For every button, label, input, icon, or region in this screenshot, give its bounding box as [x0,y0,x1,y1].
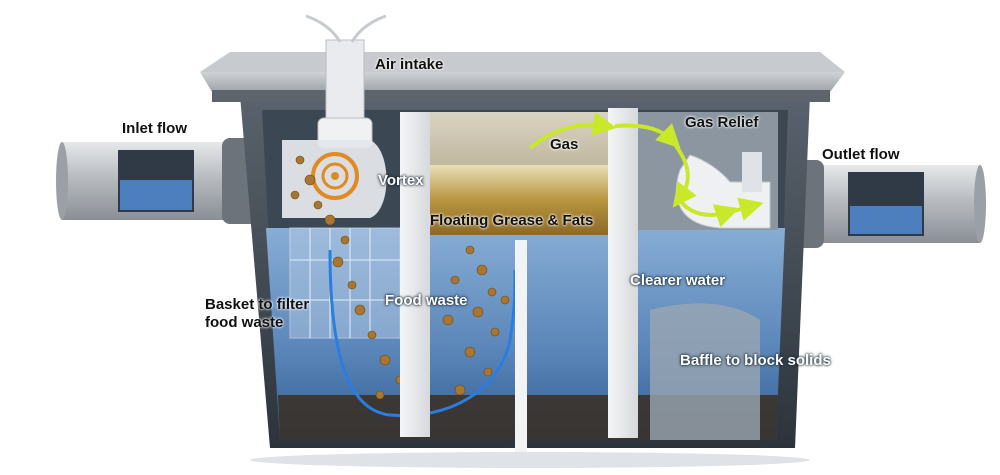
gas-label: Gas [550,136,579,153]
solids-baffle [650,303,760,440]
ground-shadow [250,452,810,468]
basket-filter [289,227,401,339]
flow-path [328,249,517,418]
vortex-chamber [282,140,387,218]
floating-grease-label: Floating Grease & Fats [430,212,594,229]
food-waste-label: Food waste [385,292,468,309]
inlet-flow-label: Inlet flow [122,120,187,137]
center-baffle [515,240,527,455]
gas-relief-label: Gas Relief [685,114,759,131]
basket-label: Basket to filter food waste [205,296,309,332]
first-baffle [400,112,430,437]
second-baffle [608,108,638,438]
clearer-water-label: Clearer water [630,272,726,289]
outlet-pipe [790,160,986,248]
inlet-pipe [56,138,262,224]
outlet-flow-label: Outlet flow [822,146,900,163]
food-waste-particles [290,155,510,400]
basket-label-line1: Basket to filter [205,296,310,313]
gas-flow-arrows [528,112,764,228]
air-intake-label: Air intake [375,56,444,73]
grease-layer [430,165,620,235]
baffle-label: Baffle to block solids [680,352,831,369]
tank-lid [200,52,845,102]
vortex-label: Vortex [378,172,424,189]
baffles [400,108,760,455]
basket-label-line2: food waste [205,314,284,331]
